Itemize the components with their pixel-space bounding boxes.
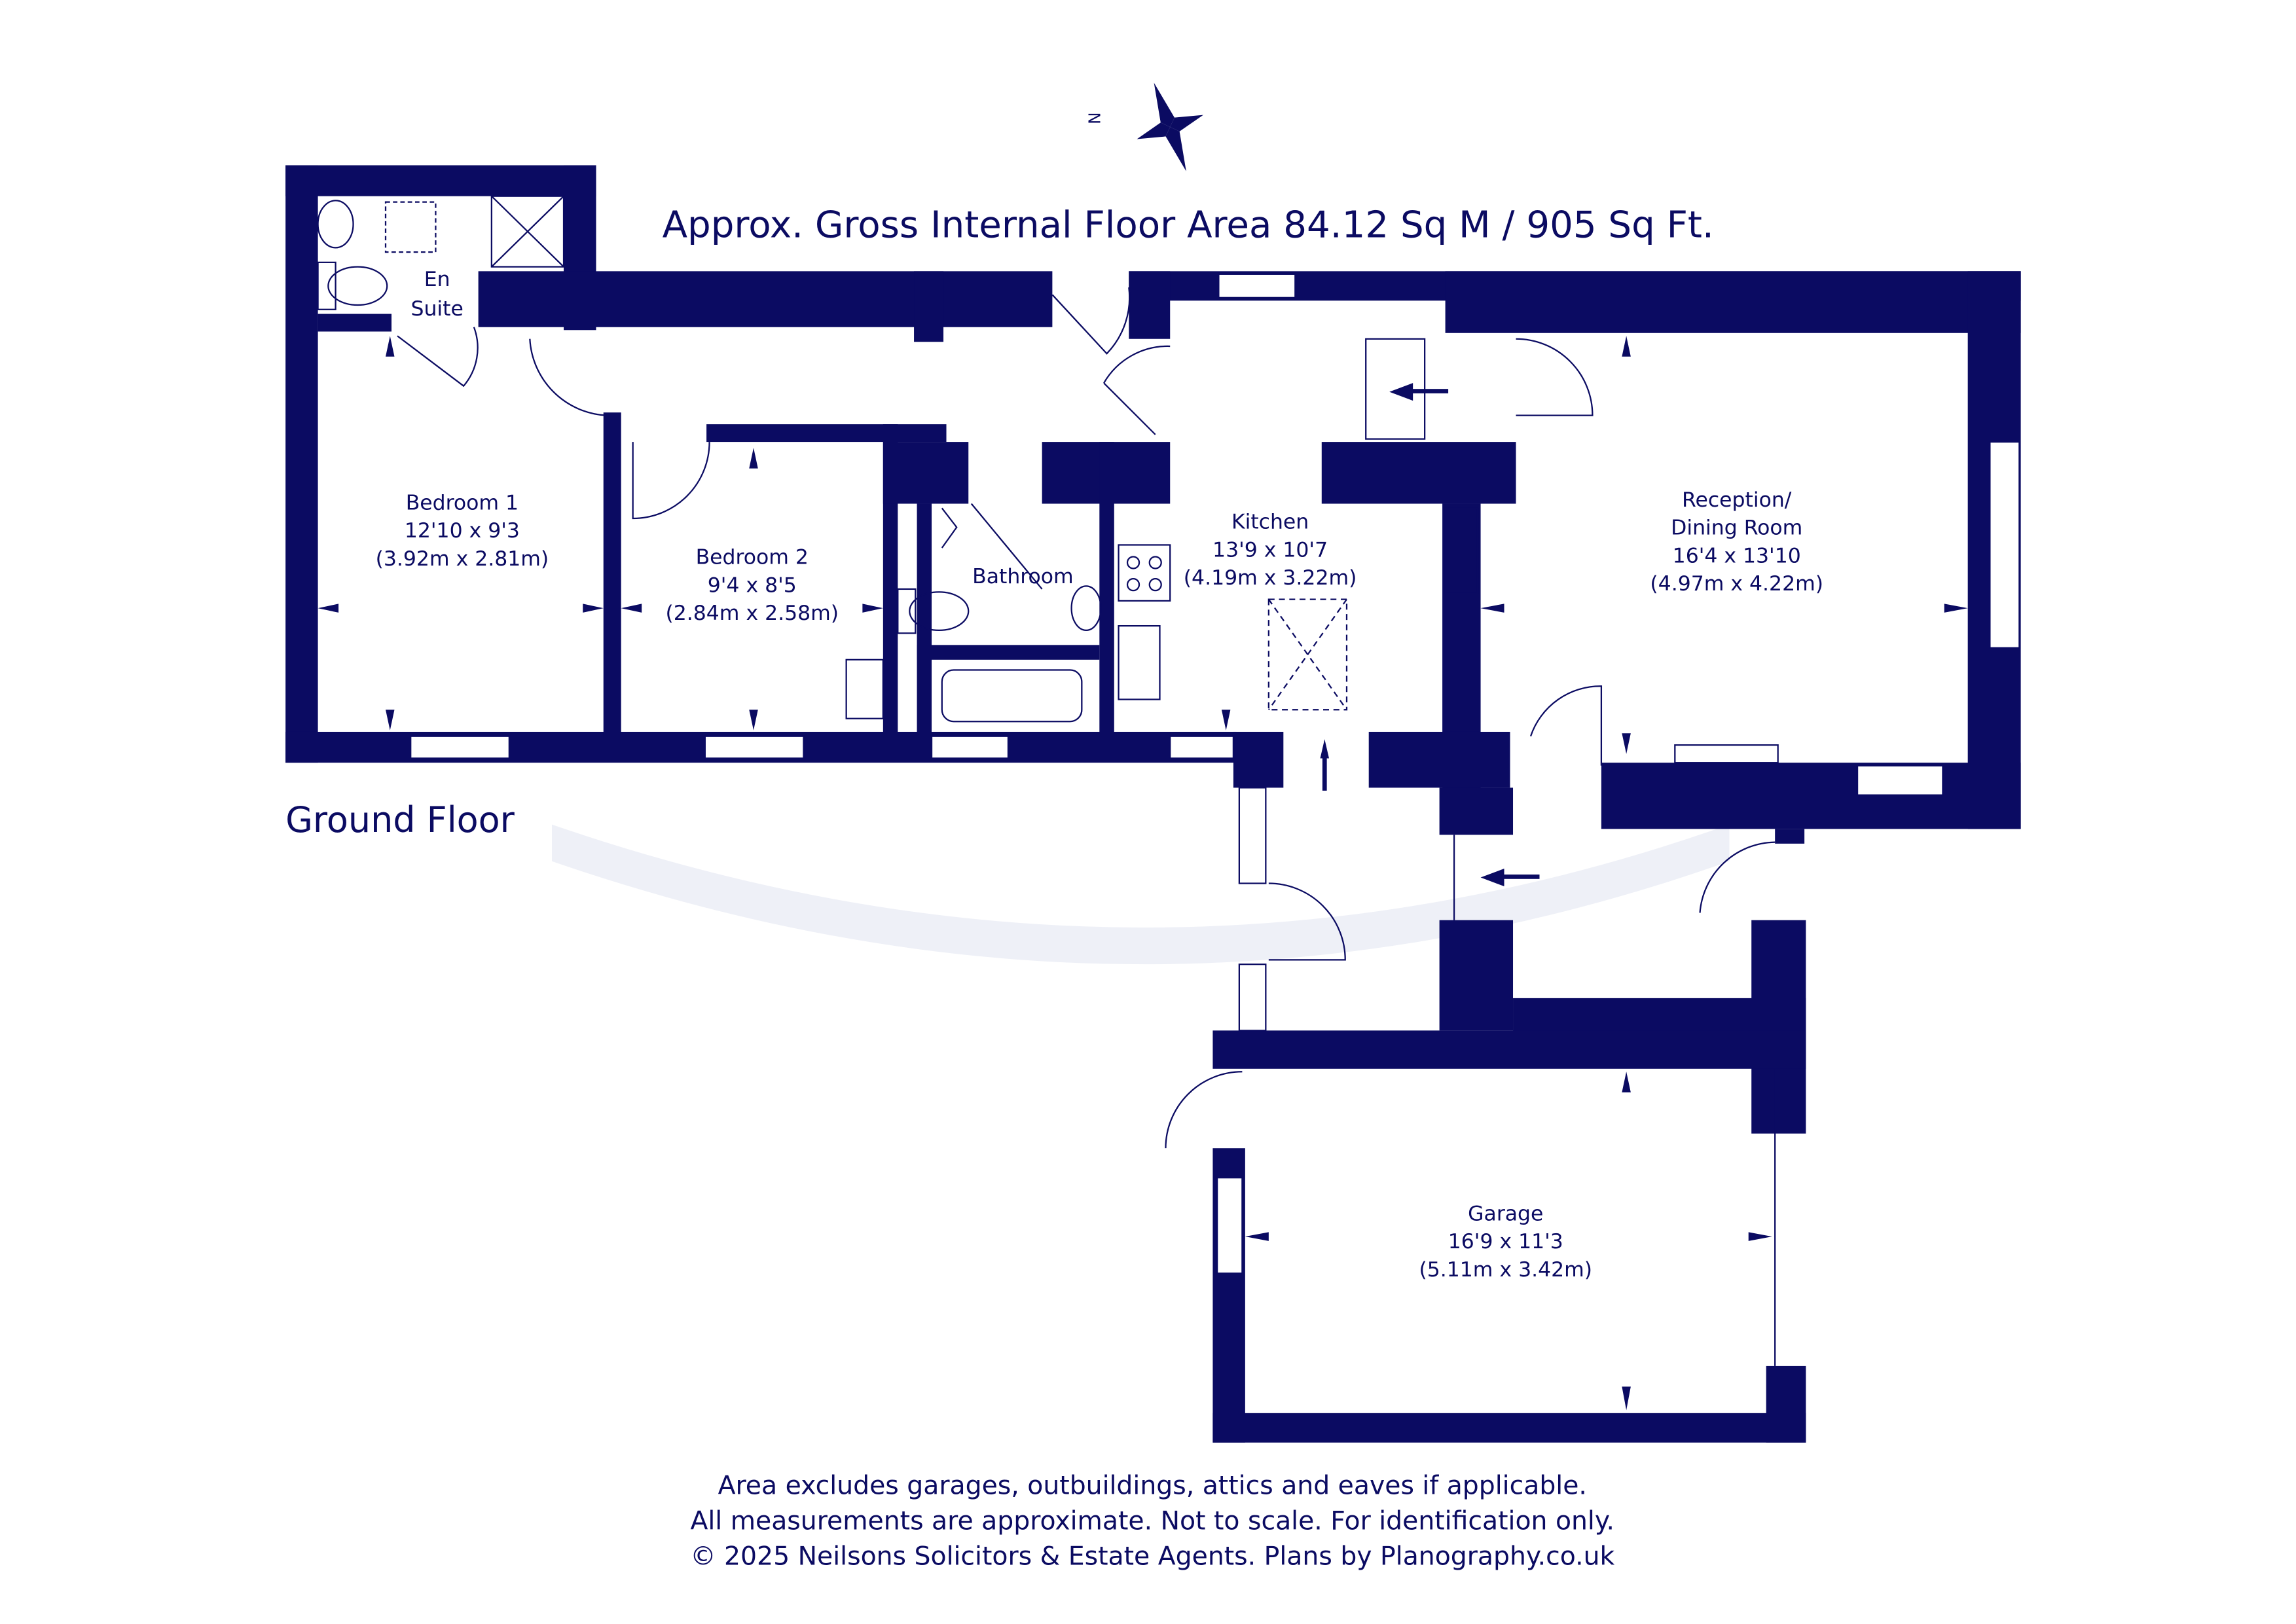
room-name: Bedroom 1 [406,492,519,515]
doors [397,287,1776,1149]
floor-label: Ground Floor [285,799,515,840]
compass-rose-icon: N [1085,82,1203,171]
room-kitchen: Kitchen 13'9 x 10'7 (4.19m x 3.22m) [1184,511,1357,590]
bath-icon [941,669,1083,723]
windows [410,273,2020,1366]
sink-icon [1118,624,1161,700]
shower-tray-icon [490,195,565,268]
room-bedroom-2: Bedroom 2 9'4 x 8'5 (2.84m x 2.58m) [665,546,839,625]
room-metric: (5.11m x 3.42m) [1419,1258,1592,1282]
room-name: Dining Room [1671,516,1802,540]
room-imperial: 9'4 x 8'5 [708,573,797,597]
room-metric: (2.84m x 2.58m) [665,602,839,625]
room-name: Garage [1468,1202,1543,1225]
compass-north-label: N [1085,112,1104,124]
fixtures [317,195,1479,723]
hob-icon [1118,544,1171,602]
footer-line: All measurements are approximate. Not to… [690,1506,1614,1536]
footer-notes: Area excludes garages, outbuildings, att… [690,1470,1614,1571]
room-imperial: 16'4 x 13'10 [1673,544,1801,568]
room-label: En [424,268,450,291]
room-metric: (4.97m x 4.22m) [1650,572,1823,596]
room-name: Bedroom 2 [696,546,809,569]
room-metric: (4.19m x 3.22m) [1184,566,1357,590]
basin-icon [317,200,354,249]
shower-icon [384,201,437,253]
room-label: Suite [410,297,463,321]
room-name: Bathroom [972,565,1074,588]
watermark-logo [552,824,1730,965]
room-name: Kitchen [1231,511,1309,534]
cupboard-icon [1444,507,1479,594]
room-en-suite: En Suite [410,268,463,321]
floor-area-title: Approx. Gross Internal Floor Area 84.12 … [663,204,1714,247]
footer-line: Area excludes garages, outbuildings, att… [718,1470,1587,1500]
room-imperial: 13'9 x 10'7 [1212,538,1328,562]
room-imperial: 16'9 x 11'3 [1448,1230,1563,1254]
basin-icon [1070,585,1102,631]
room-metric: (3.92m x 2.81m) [376,547,549,571]
toilet-icon [327,266,388,306]
skylight-icon [1267,598,1348,711]
room-bathroom: Bathroom [972,565,1074,588]
basin-icon [845,659,884,719]
walls [285,165,2021,1443]
footer-line: © 2025 Neilsons Solicitors & Estate Agen… [690,1541,1614,1571]
room-reception-dining: Reception/ Dining Room 16'4 x 13'10 (4.9… [1650,488,1823,596]
room-garage: Garage 16'9 x 11'3 (5.11m x 3.42m) [1419,1202,1592,1281]
dimension-markers [318,336,1968,1411]
room-imperial: 12'10 x 9'3 [405,519,520,543]
toilet-icon [909,591,970,631]
room-name: Reception/ [1682,488,1792,512]
room-bedroom-1: Bedroom 1 12'10 x 9'3 (3.92m x 2.81m) [376,492,549,571]
